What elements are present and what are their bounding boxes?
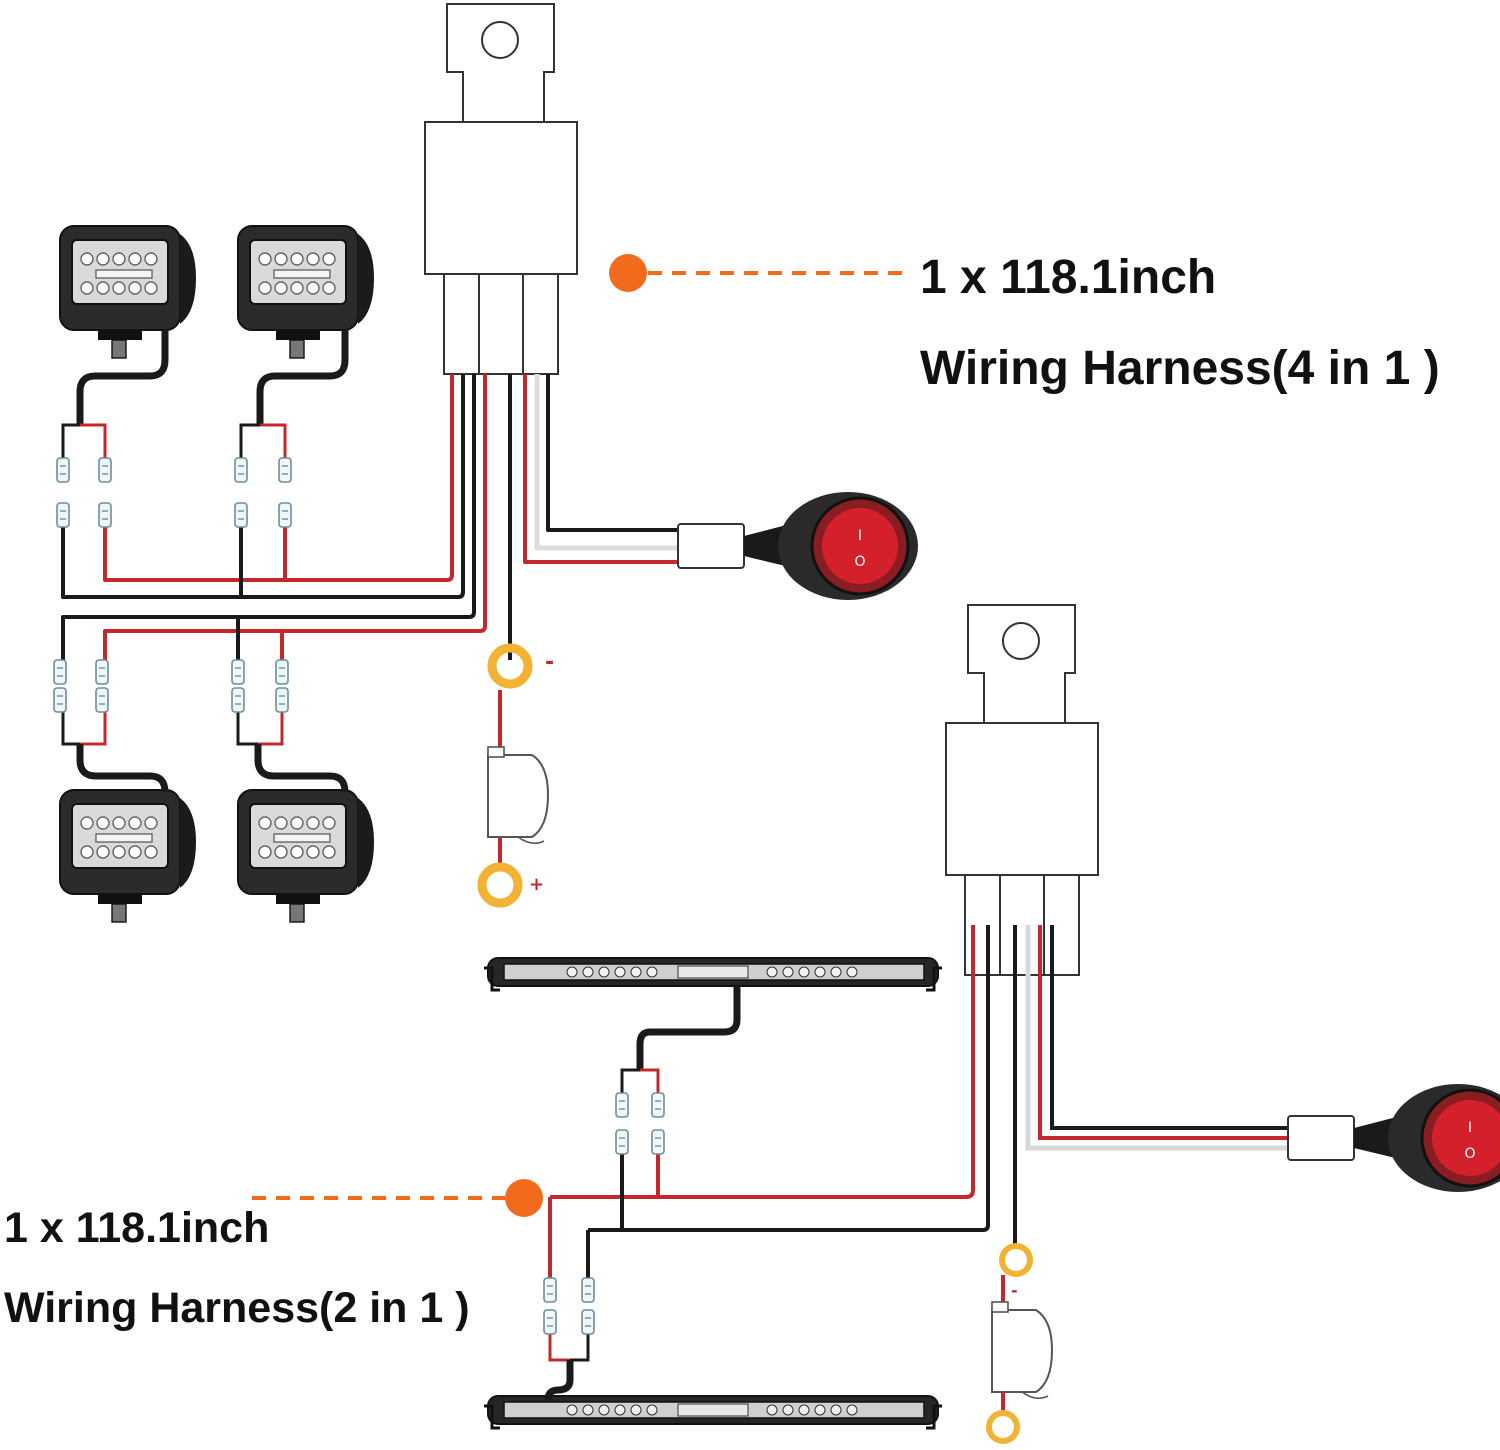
light-bar-top [482, 956, 944, 992]
caption-4in1-name: Wiring Harness(4 in 1 ) [920, 342, 1440, 395]
pod-light-4 [237, 789, 375, 923]
fuse-holder-4in1 [487, 746, 549, 845]
ring-terminal-positive-2in1 [986, 1410, 1020, 1444]
ring-terminal-negative-2in1 [999, 1243, 1033, 1277]
pod-pigtails-top [61, 330, 349, 458]
bar-pigtails [544, 986, 741, 1401]
caption-2in1-length: 1 x 118.1inch [4, 1204, 270, 1252]
caption-4in1-length: 1 x 118.1inch [920, 251, 1217, 304]
callout-4in1 [609, 254, 905, 292]
harness-4in1 [53, 3, 920, 923]
fuse-holder-2in1 [991, 1301, 1053, 1400]
pod-light-1 [59, 225, 197, 359]
bullet-connectors-2in1 [543, 1092, 665, 1335]
caption-2in1-name: Wiring Harness(2 in 1 ) [4, 1284, 470, 1332]
callout-2in1 [252, 1179, 543, 1217]
negative-sign-2in1: - [1011, 1281, 1018, 1300]
positive-sign-4in1: + [529, 874, 545, 895]
pod-light-3 [59, 789, 197, 923]
relay-4in1 [424, 3, 578, 375]
harness-2in1 [252, 604, 1500, 1444]
relay-2in1 [945, 604, 1099, 976]
ring-terminal-negative-4in1 [487, 643, 533, 689]
light-bar-bottom [482, 1394, 944, 1430]
pod-pigtails-bottom [61, 712, 349, 793]
rocker-switch-4in1 [676, 490, 920, 602]
negative-sign-4in1: - [545, 650, 555, 675]
ring-terminal-positive-4in1 [477, 862, 523, 908]
relay-wires-2in1 [548, 925, 1290, 1305]
rocker-switch-2in1 [1286, 1082, 1500, 1194]
pod-light-2 [237, 225, 375, 359]
relay-wires-4in1 [61, 374, 680, 865]
bullet-connectors-4in1 [53, 457, 292, 713]
